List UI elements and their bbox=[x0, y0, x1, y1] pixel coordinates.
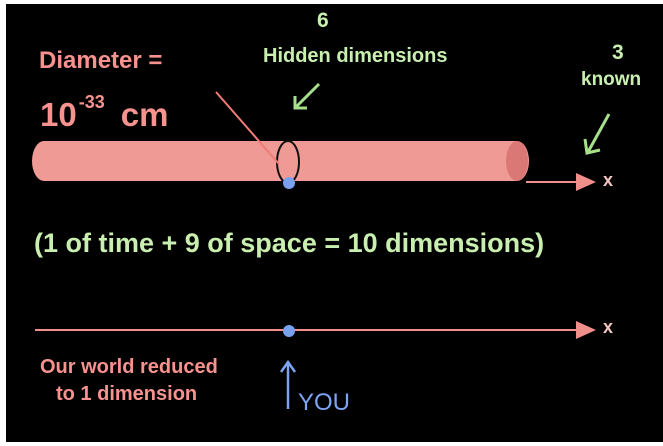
bottom-x-axis-label: x bbox=[603, 317, 614, 337]
known-label: known bbox=[581, 69, 642, 90]
bottom-point bbox=[283, 325, 295, 337]
compact-dimension-tube bbox=[32, 141, 529, 181]
dimension-equation: (1 of time + 9 of space = 10 dimensions) bbox=[34, 228, 545, 258]
hidden-label: Hidden dimensions bbox=[263, 45, 448, 67]
diameter-exponent: -33 bbox=[78, 92, 105, 112]
known-count: 3 bbox=[612, 41, 624, 64]
diameter-pointer-line bbox=[215, 91, 280, 165]
top-x-axis-arrowhead bbox=[576, 173, 596, 191]
diagram-canvas: Diameter = 10-33 cm 6 Hidden dimensions 3… bbox=[6, 4, 663, 442]
known-pointer-arrow bbox=[583, 113, 611, 155]
hidden-pointer-arrow bbox=[293, 82, 321, 110]
world-caption-line2: to 1 dimension bbox=[56, 383, 198, 405]
top-point bbox=[283, 177, 295, 189]
diameter-label: Diameter = bbox=[39, 47, 163, 74]
diameter-unit: cm bbox=[120, 96, 169, 133]
world-caption-line1: Our world reduced bbox=[40, 356, 218, 378]
bottom-x-axis-arrowhead bbox=[576, 321, 596, 339]
diagram-graphics bbox=[32, 82, 611, 409]
hidden-count: 6 bbox=[317, 9, 329, 32]
you-arrow bbox=[279, 359, 297, 409]
diameter-value: 10-33 cm bbox=[40, 92, 169, 134]
top-x-axis-label: x bbox=[603, 170, 614, 190]
diameter-base: 10 bbox=[40, 96, 77, 133]
tube-end-cap bbox=[506, 141, 528, 181]
you-label: YOU bbox=[298, 389, 351, 416]
